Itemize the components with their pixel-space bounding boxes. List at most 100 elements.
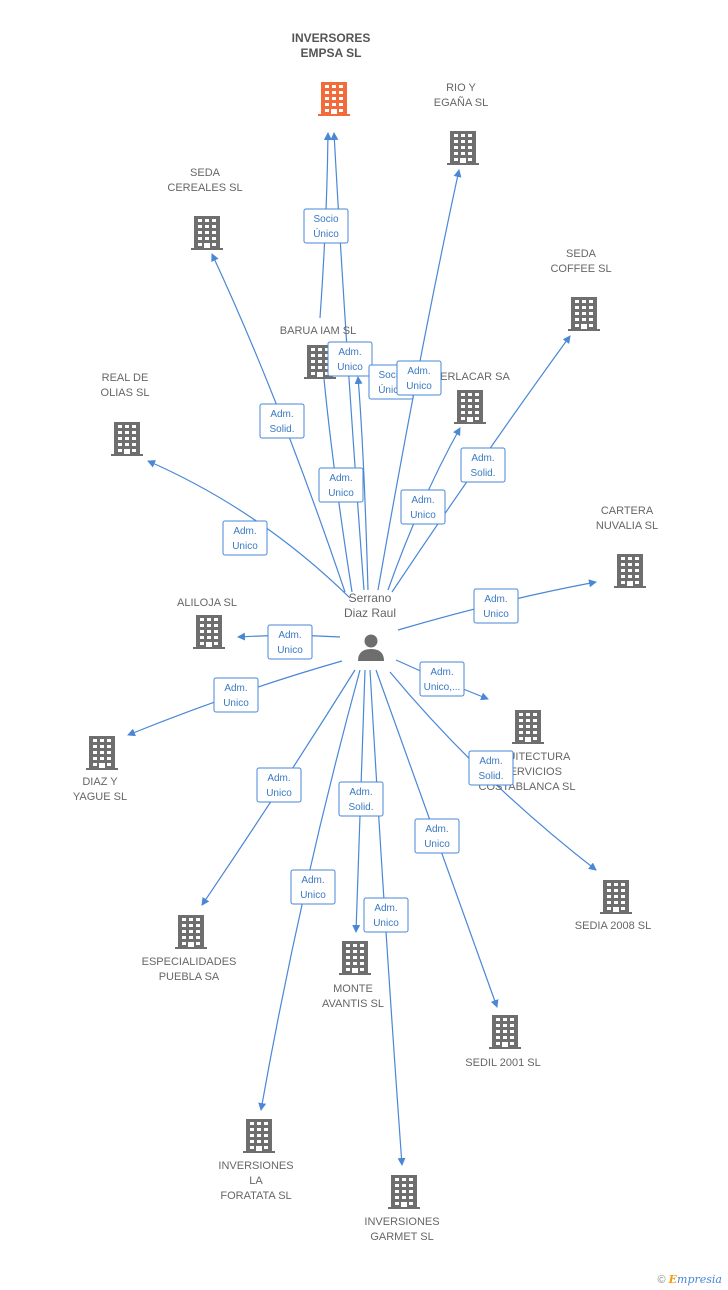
badge-label: Unico [337,362,363,373]
relation-badge[interactable]: Adm.Unico [414,818,460,854]
relation-badge[interactable]: Adm. Unico [213,677,259,713]
company-node-rio_egana[interactable]: RIO Y EGAÑA SL [434,82,488,165]
edge-real_olias [147,460,351,599]
company-label: LA [249,1175,263,1187]
badge-label: Adm. [233,526,256,537]
relation-badge[interactable]: Adm. Unico [363,897,409,933]
relation-badge[interactable]: Adm. Unico [396,360,442,396]
company-label: SEDIL 2001 SL [465,1057,540,1069]
badge-label: Solid. [348,802,373,813]
badge-label: Socio [313,214,338,225]
relation-badge[interactable]: Adm. Unico [473,588,519,624]
edge-barua_iam [354,376,369,591]
relation-badge[interactable]: Adm. Unico,... [419,661,465,697]
relation-badge[interactable]: Adm.Unico [400,489,446,525]
company-label: INVERSIONES [364,1216,439,1228]
badge-label: Unico [373,918,399,929]
badge-label: Unico,... [424,682,461,693]
badge-label: Unico [483,609,509,620]
company-label: INVERSORES [292,31,371,45]
company-label: SEDIA 2008 SL [575,920,651,932]
badge-label: Adm. [338,347,361,358]
badge-label: Adm. [270,409,293,420]
brand-initial: E [668,1273,678,1286]
company-node-sedia_2008[interactable]: SEDIA 2008 SL [575,880,651,932]
relation-badge[interactable]: Adm. Solid. [259,403,305,439]
badge-label: Unico [406,381,432,392]
relation-badge[interactable]: Adm. Unico [256,767,302,803]
company-node-erlacar[interactable]: ERLACAR SA [440,371,511,424]
badge-label: Socio [378,370,403,381]
building-icon [193,615,225,649]
badge-label: Adm. [224,683,247,694]
company-label: CEREALES SL [167,182,242,194]
company-label: ALILOJA SL [177,597,237,609]
badge-label: Adm. [471,453,494,464]
relation-badge[interactable]: Adm.Unico [222,520,268,556]
building-icon [339,941,371,975]
badge-label: Adm. [278,630,301,641]
badge-label: Adm. [349,787,372,798]
badge-label: Unico [266,788,292,799]
badge-label: Adm. [267,773,290,784]
badge-label: Unico [300,890,326,901]
badge-label: Unico [277,645,303,656]
badge-label: Adm. [484,594,507,605]
building-icon [568,297,600,331]
company-label: EGAÑA SL [434,96,488,109]
relation-badge[interactable]: Adm.Solid. [468,750,514,786]
building-icon [175,915,207,949]
company-label: SEDA [190,167,221,179]
badge-label: Adm. [374,903,397,914]
relation-badge[interactable]: Adm. Unico [267,624,313,660]
building-icon [512,710,544,744]
relation-badge[interactable]: Adm. Solid. [338,781,384,817]
company-label: MONTE [333,983,373,995]
badge-label: Solid. [269,424,294,435]
relation-badge[interactable]: Adm.Unico [290,869,336,905]
badge-label: Unico [223,698,249,709]
building-icon [614,554,646,588]
person-label: Serrano [349,591,392,605]
building-icon [318,82,350,116]
person-label: Diaz Raul [344,606,396,620]
building-icon [243,1119,275,1153]
company-node-sedil_2001[interactable]: SEDIL 2001 SL [465,1015,541,1069]
company-label: BARUA IAM SL [280,325,356,337]
company-label: RIO Y [446,82,476,94]
company-label: ESPECIALIDADES [142,956,237,968]
building-icon [600,880,632,914]
company-label: COFFEE SL [550,263,611,275]
relation-badge[interactable]: Adm. Unico [327,341,373,377]
company-node-aliloja[interactable]: ALILOJA SL [177,597,237,649]
company-label: FORATATA SL [220,1190,291,1202]
relation-badge[interactable]: Adm.Unico [318,467,364,503]
company-label: OLIAS SL [101,387,150,399]
company-label: YAGUE SL [73,791,127,803]
building-icon [489,1015,521,1049]
watermark: © Empresia [657,1273,722,1286]
company-label: ERLACAR SA [440,371,510,383]
company-node-seda_cereales[interactable]: SEDA CEREALES SL [167,167,243,250]
badge-label: Adm. [430,667,453,678]
building-icon [454,390,486,424]
badge-label: Unico [410,510,436,521]
relation-badge[interactable]: Adm.Solid. [460,447,506,483]
building-icon [191,216,223,250]
badge-label: Adm. [329,473,352,484]
badge-label: Adm. [407,366,430,377]
